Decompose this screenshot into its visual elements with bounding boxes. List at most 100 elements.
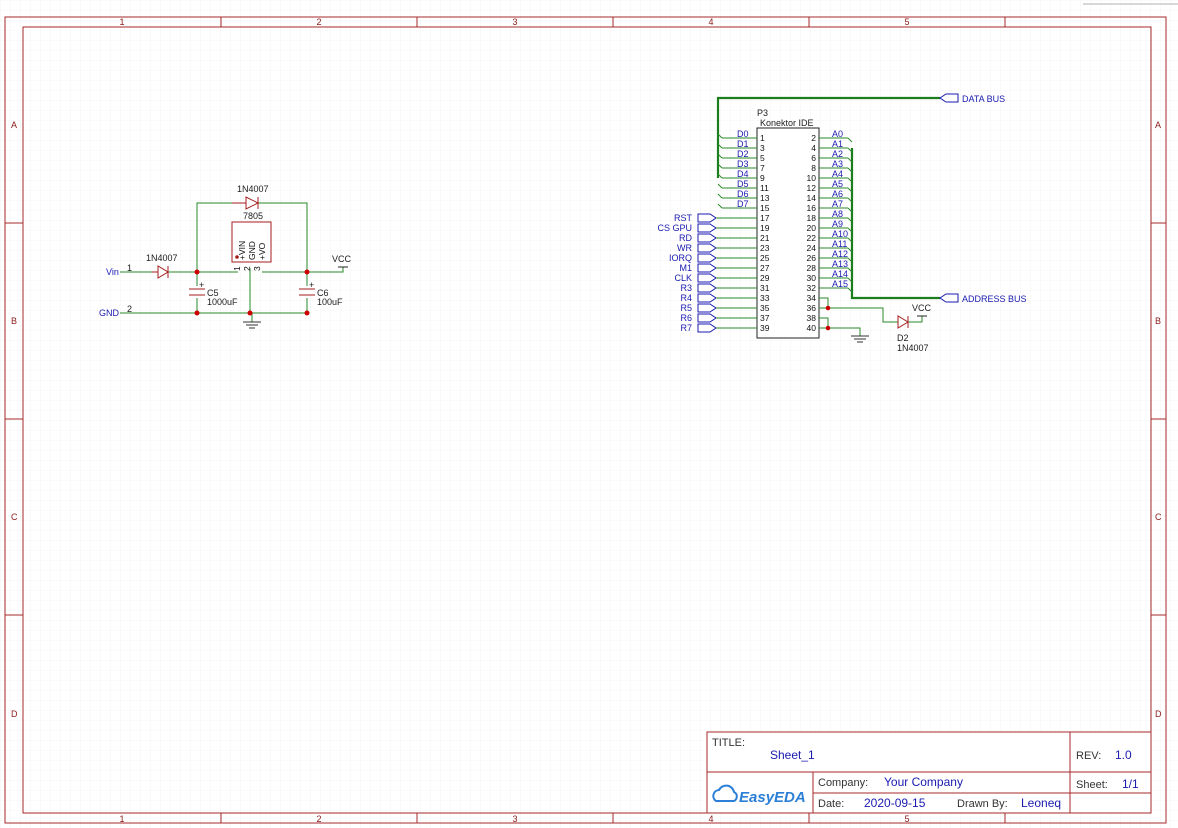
address-line-label: A3 <box>832 159 843 169</box>
svg-text:VCC: VCC <box>332 254 352 264</box>
address-bus-port[interactable]: ADDRESS BUS <box>939 293 1027 304</box>
signal-port[interactable]: RD <box>679 233 757 243</box>
pin-number-right: 2 <box>811 133 816 143</box>
frame-row-label: D <box>11 709 18 719</box>
junction-dots <box>194 269 310 316</box>
regulator-7805[interactable]: 7805 +VIN GND +VO 1 2 3 <box>231 211 272 271</box>
pin-number-right: 32 <box>807 283 817 293</box>
svg-text:GND: GND <box>247 241 257 260</box>
signal-port-label: CLK <box>674 273 692 283</box>
pin-number-left: 33 <box>760 293 770 303</box>
svg-text:3: 3 <box>252 266 262 271</box>
svg-text:+: + <box>309 280 314 290</box>
svg-text:7805: 7805 <box>243 211 263 221</box>
signal-port-label: R7 <box>680 323 692 333</box>
address-line-label: A8 <box>832 209 843 219</box>
svg-text:1: 1 <box>127 263 132 273</box>
svg-text:GND: GND <box>99 308 120 318</box>
vin-input[interactable]: Vin 1 <box>106 263 132 277</box>
address-line-label: A4 <box>832 169 843 179</box>
signal-port[interactable]: R5 <box>680 303 757 313</box>
frame-col-label: 5 <box>904 814 909 824</box>
signal-port-label: RD <box>679 233 692 243</box>
frame-col-label: 5 <box>904 17 909 27</box>
frame-col-label: 4 <box>708 814 713 824</box>
signal-port-label: RST <box>674 213 693 223</box>
pin-number-left: 35 <box>760 303 770 313</box>
diode-input[interactable]: 1N4007 <box>146 253 178 279</box>
pin-number-left: 13 <box>760 193 770 203</box>
pin-number-right: 26 <box>807 253 817 263</box>
data-line-label: D3 <box>737 159 749 169</box>
diode-top[interactable]: 1N4007 <box>232 184 269 210</box>
frame-row-label: A <box>1155 120 1161 130</box>
address-line-label: A12 <box>832 249 848 259</box>
signal-port-label: CS GPU <box>657 223 692 233</box>
signal-port[interactable]: R4 <box>680 293 757 303</box>
svg-text:1N4007: 1N4007 <box>146 253 178 263</box>
frame-col-label: 2 <box>316 17 321 27</box>
frame-col-label: 4 <box>708 17 713 27</box>
signal-port-label: R3 <box>680 283 692 293</box>
connector-pins: 1357911131517192123252729313335373924681… <box>760 133 816 333</box>
pin-number-right: 34 <box>807 293 817 303</box>
pin-number-left: 7 <box>760 163 765 173</box>
power-supply-circuit: Vin 1 GND 2 1N4007 1N4007 7805 +VIN GND … <box>99 184 352 329</box>
frame-col-label: 3 <box>512 814 517 824</box>
pin-number-left: 19 <box>760 223 770 233</box>
pin-number-left: 1 <box>760 133 765 143</box>
signal-port[interactable]: CS GPU <box>657 223 757 233</box>
svg-text:DATA BUS: DATA BUS <box>962 94 1005 104</box>
title-label: TITLE: <box>712 737 745 749</box>
signal-port[interactable]: R7 <box>680 323 757 333</box>
pin-number-left: 17 <box>760 213 770 223</box>
drawn-value: Leoneq <box>1021 796 1061 810</box>
svg-text:100uF: 100uF <box>317 297 343 307</box>
pin-number-left: 25 <box>760 253 770 263</box>
address-line-label: A15 <box>832 279 848 289</box>
svg-text:+: + <box>199 280 204 290</box>
capacitor-c5[interactable]: + C5 1000uF <box>189 280 238 307</box>
svg-text:VCC: VCC <box>912 303 932 313</box>
title-value: Sheet_1 <box>770 748 815 762</box>
svg-text:C5: C5 <box>207 288 219 298</box>
sheet-value: 1/1 <box>1122 777 1139 791</box>
data-line-label: D6 <box>737 189 749 199</box>
diode-d2[interactable]: D2 1N4007 <box>897 315 929 353</box>
signal-port[interactable]: RST <box>674 213 757 223</box>
svg-text:C6: C6 <box>317 288 329 298</box>
address-line-label: A7 <box>832 199 843 209</box>
svg-text:Vin: Vin <box>106 267 119 277</box>
gnd-input[interactable]: GND 2 <box>99 304 132 318</box>
pin-number-right: 20 <box>807 223 817 233</box>
signal-port[interactable]: M1 <box>679 263 757 273</box>
pin-number-right: 6 <box>811 153 816 163</box>
frame-row-label: B <box>11 316 17 326</box>
vcc-symbol-connector[interactable]: VCC <box>912 303 932 317</box>
data-bus-port[interactable]: DATA BUS <box>939 93 1005 104</box>
vcc-symbol[interactable]: VCC <box>332 254 352 268</box>
company-value: Your Company <box>884 775 963 789</box>
signal-port[interactable]: R3 <box>680 283 757 293</box>
sheet-label: Sheet: <box>1076 779 1108 791</box>
pin-number-left: 37 <box>760 313 770 323</box>
capacitor-c6[interactable]: + C6 100uF <box>299 280 343 307</box>
frame-col-label: 1 <box>119 814 124 824</box>
pin-number-left: 3 <box>760 143 765 153</box>
pin-number-right: 28 <box>807 263 817 273</box>
ide-connector-p3[interactable]: P3 Konektor IDE <box>756 108 820 339</box>
signal-port[interactable]: CLK <box>674 273 757 283</box>
address-line-label: A1 <box>832 139 843 149</box>
signal-port[interactable]: IORQ <box>669 253 757 263</box>
ground-symbol-connector <box>851 335 869 343</box>
pin-number-left: 39 <box>760 323 770 333</box>
signal-port[interactable]: R6 <box>680 313 757 323</box>
pin-number-right: 14 <box>807 193 817 203</box>
pin-number-right: 8 <box>811 163 816 173</box>
svg-text:1: 1 <box>232 266 242 271</box>
signal-port[interactable]: WR <box>677 243 757 253</box>
date-value: 2020-09-15 <box>864 796 926 810</box>
